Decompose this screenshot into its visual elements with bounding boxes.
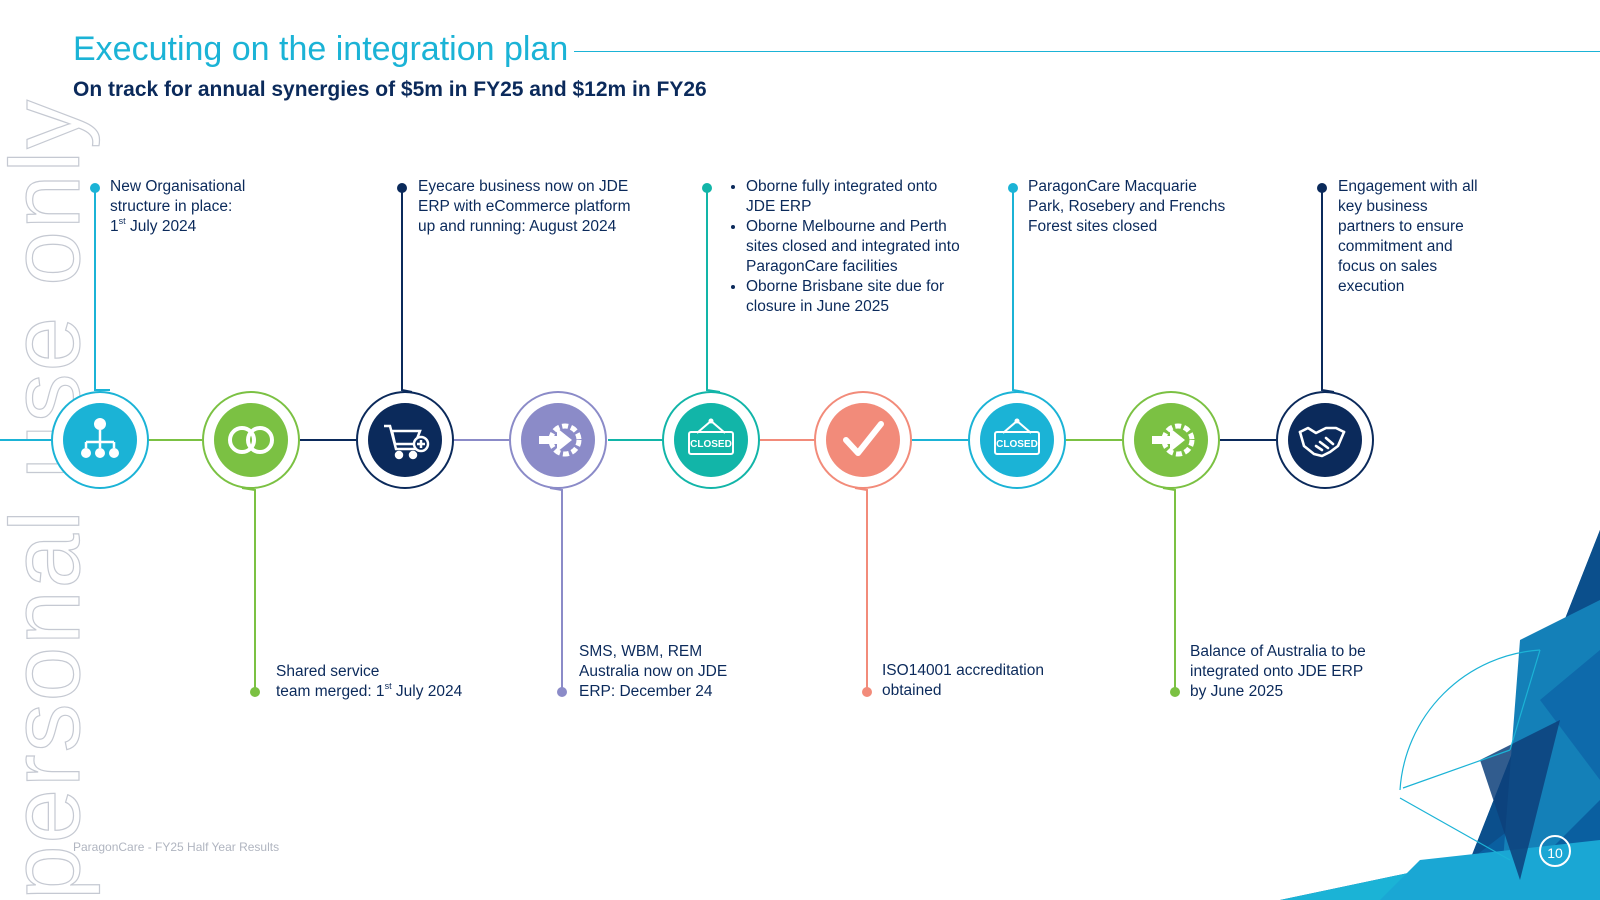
title-rule — [574, 51, 1600, 52]
footer-text: ParagonCare - FY25 Half Year Results — [73, 840, 280, 854]
milestone-node-4 — [509, 391, 607, 489]
milestone-node-5: CLOSED — [662, 391, 760, 489]
milestone-text-8: Balance of Australia to be integrated on… — [1190, 643, 1366, 700]
milestone-node-2 — [202, 391, 300, 489]
page-subtitle: On track for annual synergies of $5m in … — [73, 78, 707, 101]
shopping-cart-icon — [384, 424, 430, 460]
milestone-text-3: Eyecare business now on JDE ERP with eCo… — [418, 178, 631, 235]
milestone-text-6: ISO14001 accreditation obtained — [882, 662, 1044, 699]
page-title: Executing on the integration plan — [73, 30, 569, 68]
gear-arrow-icon — [1152, 423, 1195, 457]
milestone-node-7: CLOSED — [968, 391, 1066, 489]
page-number: 10 — [1539, 835, 1571, 867]
closed-sign-icon: CLOSED — [994, 418, 1040, 455]
milestone-node-1 — [51, 391, 149, 489]
milestone-node-9 — [1276, 391, 1374, 489]
org-chart-icon — [81, 418, 119, 458]
milestone-node-3 — [356, 391, 454, 489]
milestone-text-4: SMS, WBM, REM Australia now on JDE ERP: … — [579, 643, 728, 700]
handshake-icon — [1298, 426, 1346, 458]
checkmark-icon — [843, 421, 884, 456]
milestone-node-8 — [1122, 391, 1220, 489]
milestone-text-9: Engagement with all key business partner… — [1338, 178, 1478, 295]
milestone-text-2: Shared service team merged: 1st July 202… — [276, 663, 463, 700]
closed-sign-icon: CLOSED — [688, 418, 734, 455]
timeline-dots — [90, 183, 1327, 697]
milestone-node-6 — [814, 391, 912, 489]
gear-arrow-icon — [539, 423, 582, 457]
milestone-text-7: ParagonCare Macquarie Park, Rosebery and… — [1028, 178, 1226, 235]
svg-text:CLOSED: CLOSED — [690, 439, 732, 450]
linked-rings-icon — [228, 426, 274, 454]
milestone-text-1: New Organisational structure in place: 1… — [110, 178, 246, 235]
svg-text:CLOSED: CLOSED — [996, 439, 1038, 450]
